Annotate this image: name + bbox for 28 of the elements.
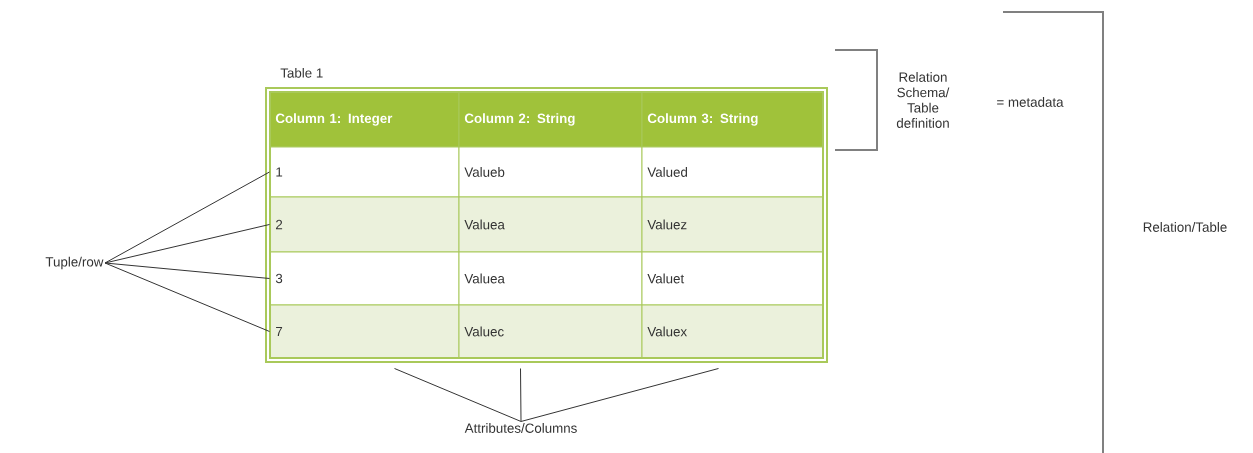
- equation-label: = metadata: [997, 97, 1064, 107]
- header-cell: Column 1: Integer: [269, 91, 460, 148]
- leader-line: [104, 224, 270, 264]
- table-cell: Valuex: [641, 304, 824, 359]
- table-cell: Valuet: [641, 251, 824, 306]
- table-cell: Valued: [641, 146, 824, 198]
- table-cell: Valuec: [458, 304, 643, 359]
- table-cell: 1: [269, 146, 460, 198]
- table-cell: Valuez: [641, 196, 824, 253]
- leader-line: [104, 262, 270, 332]
- row-label: Tuple/row: [45, 256, 104, 270]
- leader-line: [520, 368, 522, 422]
- leader-line: [104, 262, 270, 279]
- column-label: Attributes/Columns: [464, 423, 577, 433]
- header-cell: Column 2: String: [458, 91, 643, 148]
- table-cell: 7: [269, 304, 460, 359]
- leader-line: [104, 171, 270, 264]
- leader-line: [520, 368, 719, 422]
- table-cell: 2: [269, 196, 460, 253]
- leader-line: [394, 368, 522, 422]
- header-cell: Column 3: String: [641, 91, 824, 148]
- bracket-label: Relation/Table: [1143, 222, 1227, 232]
- table-cell: Valuea: [458, 196, 643, 253]
- table-cell: 3: [269, 251, 460, 306]
- table-cell: Valuea: [458, 251, 643, 306]
- bracket-label: Relation Schema/ Table definition: [896, 72, 950, 128]
- table-cell: Valueb: [458, 146, 643, 198]
- table-title: Table 1: [280, 67, 323, 78]
